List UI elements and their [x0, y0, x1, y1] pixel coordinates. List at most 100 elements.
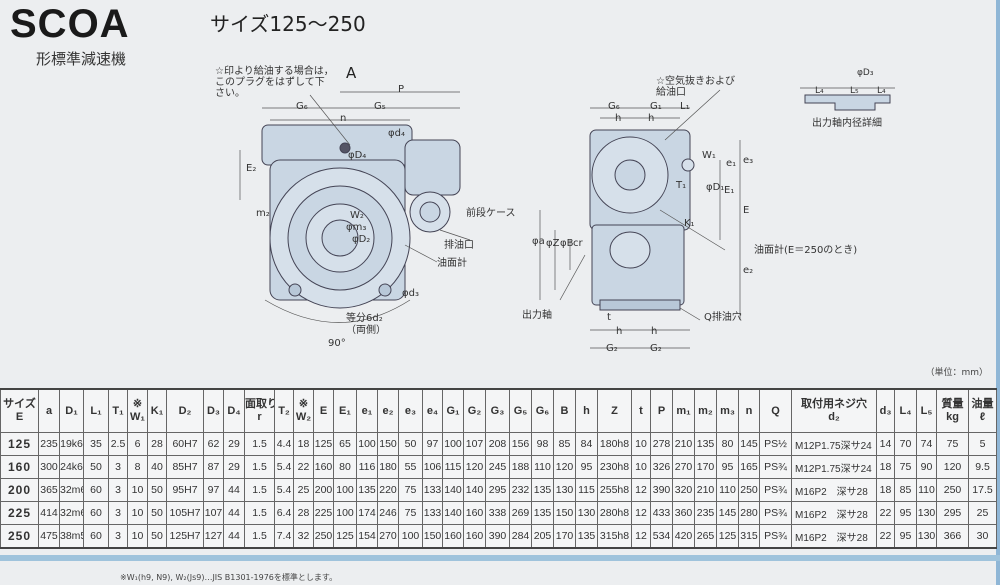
table-cell: 6: [127, 432, 148, 456]
table-cell: 170: [553, 524, 576, 549]
dim-W1: W₁: [702, 150, 716, 161]
dim-W2: W₂: [350, 210, 364, 221]
table-cell: 255h8: [597, 478, 632, 502]
table-cell: 125: [716, 524, 739, 549]
size-range: サイズ125～250: [210, 12, 366, 36]
air-vent-note-line: 給油口: [656, 87, 686, 98]
label-q-drain: Q排油穴: [704, 312, 742, 323]
table-cell: 1.5: [244, 478, 275, 502]
dim-n: n: [340, 113, 347, 124]
table-cell: 220: [377, 478, 399, 502]
table-cell: 25: [293, 478, 314, 502]
dim-h-top: h: [615, 113, 622, 124]
table-cell: 115: [575, 478, 598, 502]
table-cell: 170: [694, 455, 717, 479]
column-header: 質量 kg: [936, 388, 969, 433]
gear-reducer-drawing: [239, 87, 895, 349]
table-cell: M16P2 深サ28: [791, 501, 877, 525]
table-cell: 22: [876, 524, 895, 549]
table-cell: 120: [463, 455, 486, 479]
table-cell: 300: [38, 455, 60, 479]
table-cell: 315: [738, 524, 760, 549]
table-cell: 230h8: [597, 455, 632, 479]
table-row: 20036532m6603105095H797441.55.4252001001…: [0, 478, 997, 502]
table-cell: 110: [531, 455, 554, 479]
table-cell: 10: [631, 432, 651, 456]
table-cell: 188: [509, 455, 532, 479]
table-cell: 25: [968, 501, 997, 525]
label-drain: 排油口: [444, 240, 474, 251]
table-cell: 1.5: [244, 501, 275, 525]
table-cell: 127: [203, 524, 224, 549]
table-cell: 7.4: [274, 524, 294, 549]
column-header: D₃: [203, 388, 224, 433]
table-cell: 270: [672, 455, 695, 479]
table-cell: M16P2 深サ28: [791, 524, 877, 549]
table-cell: 160: [442, 524, 464, 549]
table-cell: 60: [83, 524, 109, 549]
table-cell: 250: [313, 524, 334, 549]
label-front-case: 前段ケース: [466, 208, 516, 219]
size-cell: 225: [0, 501, 39, 525]
table-cell: 174: [356, 501, 378, 525]
table-cell: 74: [916, 432, 937, 456]
table-cell: 50: [147, 524, 167, 549]
table-cell: 110: [716, 478, 739, 502]
column-header: m₃: [716, 388, 739, 433]
front-stage-case: [404, 139, 461, 196]
column-header: ※ W₂: [293, 388, 314, 433]
table-cell: 390: [485, 524, 510, 549]
table-cell: 29: [223, 455, 245, 479]
table-cell: 98: [531, 432, 554, 456]
table-cell: 130: [916, 524, 937, 549]
table-cell: 235: [694, 501, 717, 525]
table-cell: 97: [422, 432, 443, 456]
dim-K1: K₁: [684, 218, 695, 229]
table-cell: 160: [313, 455, 334, 479]
table-cell: 95: [894, 524, 917, 549]
column-header: L₅: [916, 388, 937, 433]
table-cell: 44: [223, 501, 245, 525]
table-cell: 110: [916, 478, 937, 502]
dim-a: φa: [532, 236, 545, 247]
table-cell: 12: [631, 524, 651, 549]
table-cell: PS¾: [759, 478, 792, 502]
table-cell: 106: [422, 455, 443, 479]
table-cell: 150: [422, 524, 443, 549]
table-cell: PS½: [759, 432, 792, 456]
table-cell: 295: [936, 501, 969, 525]
page-edge: [996, 0, 1000, 585]
table-cell: 62: [203, 432, 224, 456]
table-cell: 107: [463, 432, 486, 456]
column-header: G₃: [485, 388, 510, 433]
dim-P: P: [398, 84, 405, 95]
table-cell: 135: [356, 478, 378, 502]
table-cell: 135: [575, 524, 598, 549]
air-vent-note: ☆空気抜きおよび 給油口: [656, 76, 735, 98]
column-header: Z: [597, 388, 632, 433]
table-cell: 60: [83, 478, 109, 502]
plug-note-line: さい。: [215, 88, 245, 99]
table-cell: 38m5: [59, 524, 84, 549]
plug-note-line: ☆印より給油する場合は，: [215, 66, 334, 77]
dim-E: E: [743, 205, 750, 216]
dim-E2: E₂: [246, 163, 257, 174]
table-cell: 225: [313, 501, 334, 525]
table-cell: 100: [333, 501, 357, 525]
table-cell: 270: [377, 524, 399, 549]
column-header: e₃: [398, 388, 423, 433]
dim-G6: G₆: [296, 101, 308, 112]
table-cell: 50: [147, 501, 167, 525]
table-cell: 135: [531, 478, 554, 502]
table-cell: 28: [147, 432, 167, 456]
table-cell: 135: [531, 501, 554, 525]
table-cell: 120: [553, 455, 576, 479]
table-cell: PS¾: [759, 524, 792, 549]
table-cell: 180: [377, 455, 399, 479]
table-cell: 414: [38, 501, 60, 525]
table-cell: 75: [936, 432, 969, 456]
